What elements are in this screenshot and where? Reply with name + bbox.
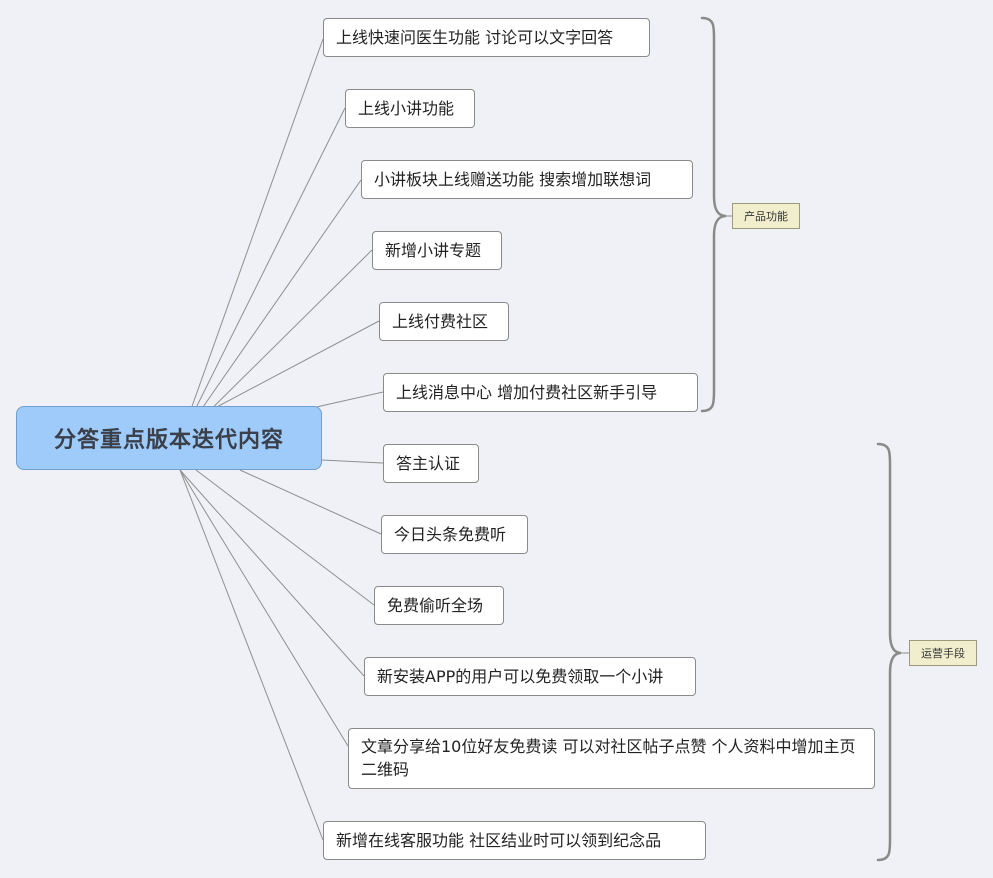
connector-line — [179, 38, 324, 441]
topic-product-6[interactable]: 上线消息中心 增加付费社区新手引导 — [383, 373, 698, 412]
connector-line — [195, 469, 375, 606]
connector-line — [179, 469, 365, 677]
topic-product-2[interactable]: 上线小讲功能 — [345, 89, 475, 128]
brace-product — [700, 16, 727, 413]
topic-ops-4[interactable]: 新安装APP的用户可以免费领取一个小讲 — [364, 657, 696, 696]
topic-label: 新增在线客服功能 社区结业时可以领到纪念品 — [336, 831, 662, 850]
root-topic-label: 分答重点版本迭代内容 — [53, 428, 284, 453]
topic-product-5[interactable]: 上线付费社区 — [379, 302, 509, 341]
connector-line — [311, 391, 384, 409]
connector-line — [195, 320, 380, 419]
summary-tag-product[interactable]: 产品功能 — [732, 203, 800, 229]
summary-label: 产品功能 — [744, 210, 788, 223]
root-topic[interactable]: 分答重点版本迭代内容 — [16, 406, 322, 470]
topic-label: 小讲板块上线赠送功能 搜索增加联想词 — [374, 170, 652, 189]
topic-label: 免费偷听全场 — [387, 596, 484, 615]
topic-label: 上线快速问医生功能 讨论可以文字回答 — [336, 28, 614, 47]
connector-line — [321, 459, 384, 464]
connector-line — [179, 107, 346, 441]
summary-label: 运营手段 — [921, 647, 965, 660]
connector-line — [179, 179, 362, 441]
topic-ops-6[interactable]: 新增在线客服功能 社区结业时可以领到纪念品 — [323, 821, 706, 860]
topic-ops-2[interactable]: 今日头条免费听 — [381, 515, 528, 554]
summary-tag-operations[interactable]: 运营手段 — [909, 640, 977, 666]
connector-line — [179, 469, 324, 841]
topic-label: 文章分享给10位好友免费读 可以对社区帖子点赞 个人资料中增加主页二维码 — [361, 737, 856, 779]
topic-product-4[interactable]: 新增小讲专题 — [372, 231, 502, 270]
topic-product-1[interactable]: 上线快速问医生功能 讨论可以文字回答 — [323, 18, 650, 57]
topic-label: 今日头条免费听 — [394, 525, 507, 544]
topic-label: 上线消息中心 增加付费社区新手引导 — [396, 383, 658, 402]
topic-label: 上线小讲功能 — [358, 99, 455, 118]
topic-ops-3[interactable]: 免费偷听全场 — [374, 586, 504, 625]
topic-label: 答主认证 — [396, 454, 461, 473]
topic-label: 新安装APP的用户可以免费领取一个小讲 — [377, 667, 664, 686]
topic-ops-1[interactable]: 答主认证 — [383, 444, 479, 483]
topic-label: 新增小讲专题 — [385, 241, 482, 260]
connector-line — [179, 469, 349, 747]
connector-line — [239, 469, 382, 535]
topic-product-3[interactable]: 小讲板块上线赠送功能 搜索增加联想词 — [361, 160, 693, 199]
brace-operations — [876, 442, 902, 862]
topic-ops-5[interactable]: 文章分享给10位好友免费读 可以对社区帖子点赞 个人资料中增加主页二维码 — [348, 728, 875, 789]
topic-label: 上线付费社区 — [392, 312, 489, 331]
